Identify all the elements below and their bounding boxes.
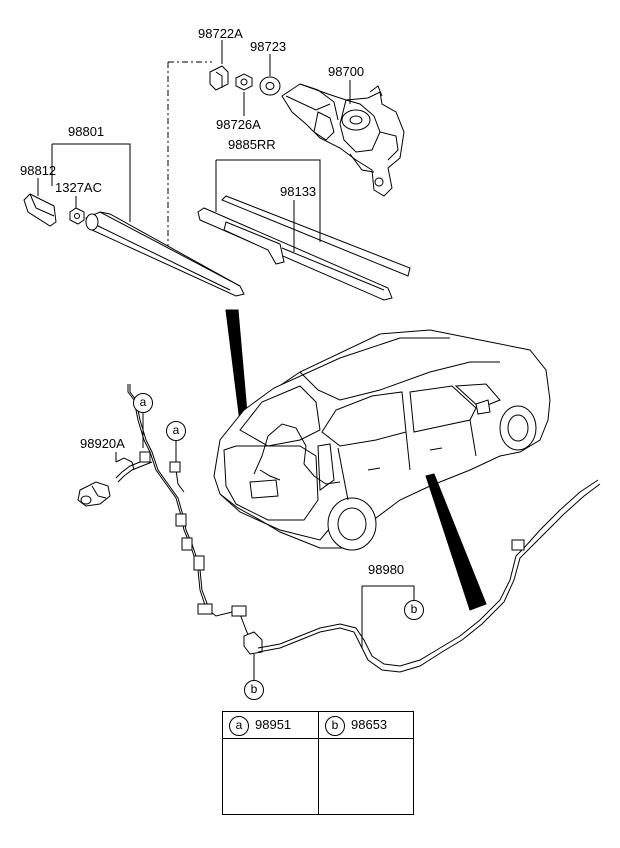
wiper-blade [197, 195, 411, 301]
legend-code-b: 98653 [351, 717, 388, 732]
cap-98722A [209, 65, 229, 91]
washer-98723 [259, 76, 281, 96]
label-98133: 98133 [280, 184, 317, 199]
label-98801: 98801 [68, 124, 105, 139]
legend-divider [318, 712, 319, 814]
leader-9885RR [216, 159, 321, 242]
leader-98980 [362, 585, 415, 600]
label-98723: 98723 [250, 39, 287, 54]
legend-cell-b: b 98653 [319, 712, 414, 814]
label-98812: 98812 [20, 163, 57, 178]
label-98722A: 98722A [198, 26, 243, 41]
nut-98726A [235, 73, 253, 91]
callout-a-upper: a [133, 393, 153, 413]
label-9885RR: 9885RR [228, 137, 276, 152]
label-98700: 98700 [328, 64, 365, 79]
label-98980: 98980 [368, 562, 405, 577]
wiper-arm [85, 211, 245, 297]
label-1327AC: 1327AC [55, 180, 102, 195]
legend-callout-b: b [325, 716, 345, 736]
legend-callout-a: a [229, 716, 249, 736]
vehicle [213, 329, 551, 551]
arm-cap-98812 [23, 193, 57, 227]
legend-code-a: 98951 [255, 717, 292, 732]
label-98726A: 98726A [216, 117, 261, 132]
leader-98801 [52, 143, 131, 222]
callout-b-right: b [404, 600, 424, 620]
label-98920A: 98920A [80, 436, 125, 451]
wiper-motor [281, 83, 405, 197]
callout-b-lower: b [244, 680, 264, 700]
callout-a-right: a [166, 421, 186, 441]
washer-hose-assembly [77, 384, 601, 673]
nut-1327AC [69, 207, 85, 225]
parts-legend-table: a 98951 b 98653 [222, 711, 414, 815]
vehicle-hose-branch [259, 469, 281, 481]
legend-cell-a: a 98951 [223, 712, 318, 814]
pointer-arrow-lower [425, 473, 487, 611]
vehicle-hose-route [253, 423, 341, 485]
